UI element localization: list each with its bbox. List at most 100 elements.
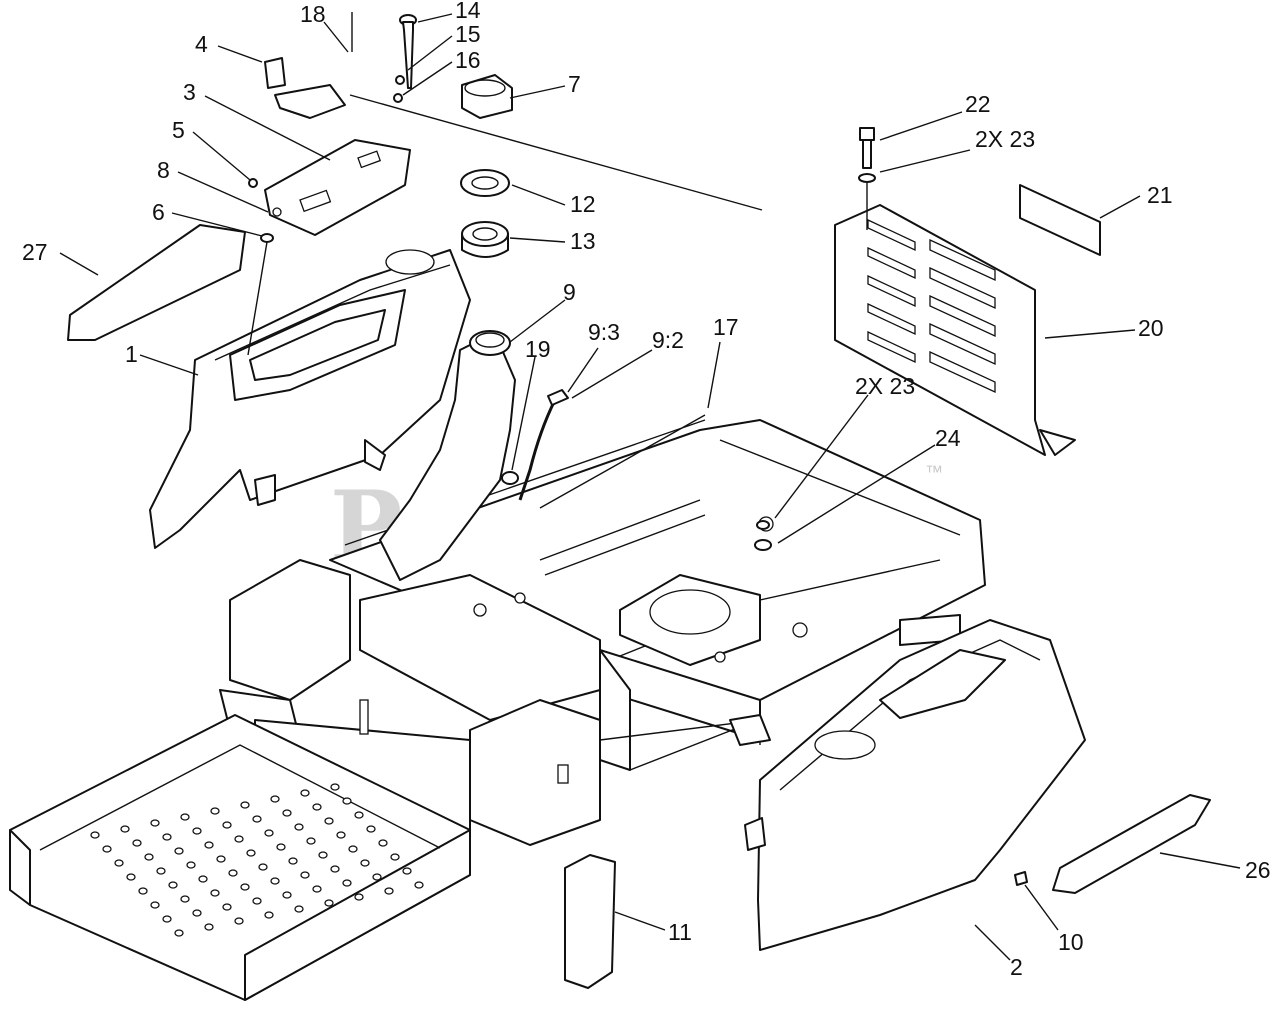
callout-9-2: 9:2 (652, 327, 684, 353)
callout-12: 12 (570, 191, 596, 217)
foot-plate-hole (276, 843, 286, 851)
foot-plate-hole (210, 889, 220, 897)
foot-plate-hole (360, 859, 370, 867)
foot-plate-hole (102, 845, 112, 853)
foot-plate-hole (270, 795, 280, 803)
foot-plate-hole (324, 817, 334, 825)
callout-18: 18 (300, 1, 326, 27)
foot-plate-hole (330, 865, 340, 873)
foot-plate-hole (144, 853, 154, 861)
part-15-washer (395, 75, 405, 85)
callout-2x23-top: 2X 23 (975, 126, 1035, 152)
part-19-clamp (501, 471, 519, 485)
foot-plate-hole (348, 845, 358, 853)
foot-plate-hole (318, 851, 328, 859)
callout-3: 3 (183, 79, 196, 105)
foot-plate-hole (312, 885, 322, 893)
vent-slot (867, 274, 916, 308)
part-7-fuel-cap (461, 74, 513, 119)
callout-19: 19 (525, 336, 551, 362)
foot-plate-hole (300, 871, 310, 879)
foot-plate-hole (204, 923, 214, 931)
foot-plate-hole (294, 823, 304, 831)
foot-plate-hole (294, 905, 304, 913)
foot-plate-holes (90, 783, 424, 937)
foot-plate-hole (342, 879, 352, 887)
vent-slot (929, 294, 996, 338)
foot-plate-hole (198, 875, 208, 883)
foot-plate-hole (168, 881, 178, 889)
foot-plate-hole (270, 877, 280, 885)
foot-plate-hole (138, 887, 148, 895)
part-21-decal (1019, 184, 1101, 256)
part-23-washer (858, 173, 876, 183)
foot-plate-hole (390, 853, 400, 861)
foot-plate-hole (174, 929, 184, 937)
foot-plate-hole (192, 827, 202, 835)
throttle-cable (349, 94, 763, 211)
foot-plate-hole (354, 811, 364, 819)
foot-plate-hole (120, 825, 130, 833)
part-9-fuel-tank (379, 330, 516, 581)
foot-plate-hole (366, 825, 376, 833)
foot-plate-hole (282, 891, 292, 899)
watermark-trademark: ™ (925, 462, 943, 482)
leader-lines (59, 13, 1241, 961)
callout-22: 22 (965, 91, 991, 117)
foot-plate-hole (156, 867, 166, 875)
part-20-vent-slots (867, 218, 996, 394)
part-16-nut (393, 93, 403, 103)
callout-labels: 18 14 15 16 4 7 3 5 8 6 27 1 12 13 9 9:3… (22, 0, 1271, 980)
part-6-nut (260, 233, 274, 243)
vent-slot (867, 302, 916, 336)
part-13-grommet (461, 221, 509, 258)
foot-plate-hole (228, 869, 238, 877)
foot-plate-hole (288, 857, 298, 865)
foot-plate-hole (330, 783, 340, 791)
callout-11: 11 (668, 919, 692, 945)
callout-24: 24 (935, 425, 961, 451)
part-4-bracket (264, 57, 346, 119)
callout-20: 20 (1138, 315, 1164, 341)
callout-13: 13 (570, 228, 596, 254)
foot-plate-hole (414, 881, 424, 889)
foot-plate-hole (90, 831, 100, 839)
foot-plate-hole (312, 803, 322, 811)
foot-plate-hole (180, 813, 190, 821)
vent-slot (867, 330, 916, 364)
vent-slot (929, 350, 996, 394)
foot-plate-hole (240, 883, 250, 891)
callout-9: 9 (563, 279, 576, 305)
foot-plate-hole (342, 797, 352, 805)
foot-plate-hole (354, 893, 364, 901)
foot-plate-hole (114, 859, 124, 867)
part-2-right-pod (744, 619, 1086, 951)
callout-7: 7 (568, 71, 581, 97)
vent-slot (929, 266, 996, 310)
foot-plate-hole (162, 833, 172, 841)
foot-plate-hole (204, 841, 214, 849)
foot-plate-hole (336, 831, 346, 839)
part-27-decal (67, 224, 246, 341)
part-17-rod (539, 414, 706, 509)
foot-plate-hole (246, 849, 256, 857)
vent-slot (929, 322, 996, 366)
part-11-pad (564, 854, 616, 989)
part-26-decal (1052, 794, 1211, 894)
foot-plate-hole (222, 903, 232, 911)
part-1-left-pod (149, 249, 471, 549)
part-12-gasket (460, 169, 510, 197)
part-22-bolt (859, 127, 875, 169)
part-24-spacer (754, 539, 772, 551)
foot-plate (9, 714, 471, 1001)
part-23-washer-b (756, 520, 770, 530)
foot-plate-hole (282, 809, 292, 817)
callout-2x23-mid: 2X 23 (855, 373, 915, 399)
foot-plate-hole (192, 909, 202, 917)
callout-14: 14 (455, 0, 481, 23)
part-3-dash-panel (264, 139, 411, 236)
foot-plate-hole (174, 847, 184, 855)
part-10-screw (1014, 871, 1028, 886)
foot-plate-hole (324, 899, 334, 907)
callout-21: 21 (1147, 182, 1173, 208)
